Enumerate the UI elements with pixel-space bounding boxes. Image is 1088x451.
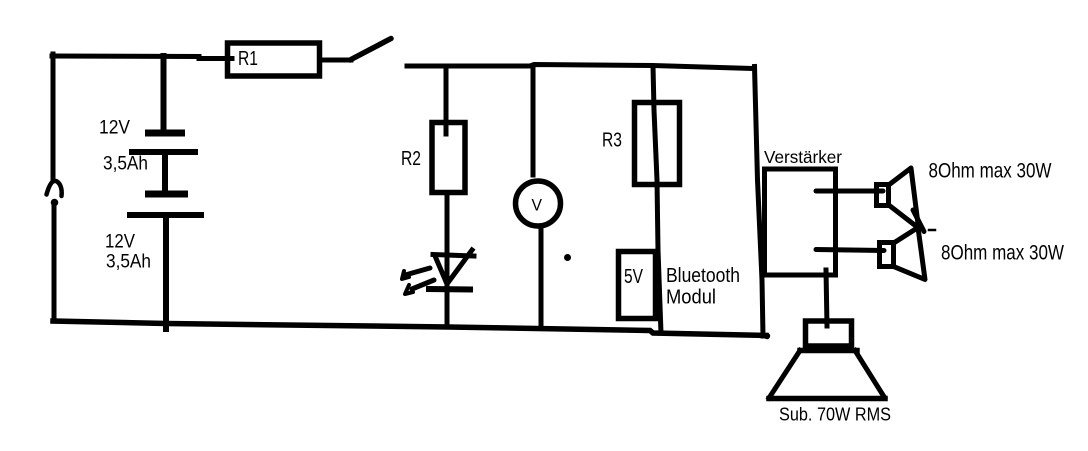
- svg-text:8Ohm max 30W: 8Ohm max 30W: [941, 242, 1064, 265]
- svg-text:5V: 5V: [624, 266, 644, 288]
- svg-text:Bluetooth: Bluetooth: [666, 265, 740, 287]
- svg-text:R3: R3: [602, 130, 622, 152]
- svg-text:Verstärker: Verstärker: [764, 147, 842, 167]
- svg-text:3,5Ah: 3,5Ah: [106, 252, 151, 273]
- svg-text:3,5Ah: 3,5Ah: [103, 154, 148, 175]
- svg-text:R1: R1: [238, 48, 258, 70]
- svg-text:12V: 12V: [105, 232, 135, 253]
- svg-text:Modul: Modul: [666, 287, 716, 309]
- svg-text:8Ohm max 30W: 8Ohm max 30W: [929, 160, 1052, 183]
- svg-text:12V: 12V: [99, 118, 130, 139]
- svg-text:V: V: [532, 196, 543, 215]
- svg-text:Sub. 70W RMS: Sub. 70W RMS: [779, 405, 891, 425]
- svg-text:R2: R2: [401, 148, 421, 170]
